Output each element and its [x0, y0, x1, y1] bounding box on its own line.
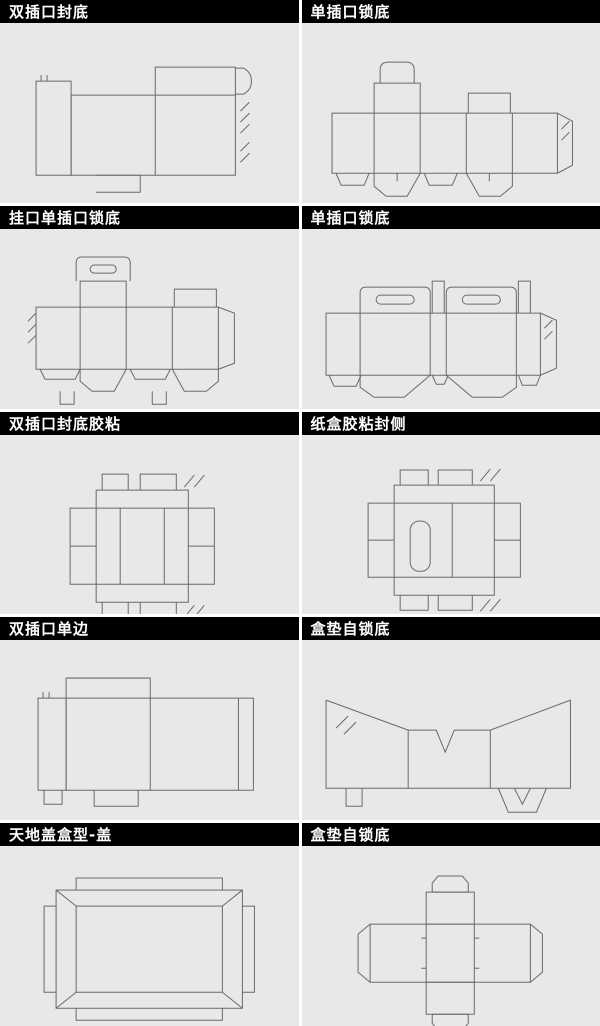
- dieline-panel-4: 双插口封底胶粘: [0, 411, 299, 615]
- panel-title: 单插口锁底: [310, 208, 391, 227]
- dieline-panel-8: 天地盖盒型-盖: [0, 823, 299, 1026]
- box-pad-self-lock-bottom-dieline: [325, 699, 571, 814]
- dieline-panel-3: 单插口锁底: [301, 205, 600, 409]
- dieline-drawing-area: [302, 435, 600, 615]
- dieline-panel-0: 双插口封底: [0, 0, 299, 203]
- dieline-drawing-area: [0, 435, 299, 615]
- panel-header: 双插口封底: [0, 0, 299, 23]
- panel-header: 单插口锁底: [301, 205, 600, 229]
- dieline-panel-1: 单插口锁底: [301, 0, 600, 203]
- dieline-drawing-area: [302, 640, 600, 820]
- single-tuck-lock-bottom-dieline: [331, 61, 573, 197]
- box-pad-self-lock-bottom-vertical-dieline: [357, 875, 543, 1026]
- panel-title: 单插口锁底: [310, 3, 391, 21]
- dieline-panel-5: 纸盒胶粘封侧: [301, 411, 600, 615]
- panel-header: 双插口封底胶粘: [0, 411, 299, 435]
- dieline-drawing-area: [0, 846, 299, 1026]
- dieline-panel-7: 盒垫自锁底: [301, 617, 600, 821]
- panel-title: 天地盖盒型-盖: [9, 826, 113, 845]
- panel-title: 纸盒胶粘封侧: [310, 414, 407, 433]
- dieline-drawing-area: [302, 846, 600, 1026]
- panel-header: 双插口单边: [0, 617, 299, 641]
- dieline-drawing-area: [302, 23, 600, 203]
- panel-title: 双插口单边: [9, 620, 90, 639]
- dieline-drawing-area: [0, 23, 299, 203]
- panel-title: 盒垫自锁底: [310, 826, 391, 845]
- panel-header: 盒垫自锁底: [301, 617, 600, 641]
- dieline-panel-2: 挂口单插口锁底: [0, 205, 299, 409]
- panel-header: 单插口锁底: [301, 0, 600, 23]
- panel-title: 挂口单插口锁底: [9, 208, 122, 227]
- panel-header: 天地盖盒型-盖: [0, 823, 299, 847]
- dieline-drawing-area: [302, 229, 600, 409]
- panel-title: 双插口封底胶粘: [9, 414, 122, 433]
- double-tuck-seal-bottom-dieline: [35, 66, 252, 193]
- double-tuck-seal-bottom-glued-dieline: [69, 473, 215, 615]
- dieline-drawing-area: [0, 640, 299, 820]
- panel-header: 盒垫自锁底: [301, 823, 600, 847]
- lid-and-base-box-lid-dieline: [43, 877, 255, 1021]
- carton-glued-side-seal-dieline: [367, 468, 521, 612]
- double-tuck-single-side-dieline: [37, 677, 254, 808]
- dieline-panel-9: 盒垫自锁底: [301, 823, 600, 1026]
- panel-title: 盒垫自锁底: [310, 620, 391, 639]
- hang-hole-single-tuck-lock-bottom-dieline: [27, 256, 235, 405]
- panel-header: 挂口单插口锁底: [0, 205, 299, 229]
- panel-header: 纸盒胶粘封侧: [301, 411, 600, 435]
- dieline-drawing-area: [0, 229, 299, 409]
- panel-title: 双插口封底: [9, 3, 90, 21]
- dieline-panel-6: 双插口单边: [0, 617, 299, 821]
- single-tuck-lock-bottom-handle-dieline: [325, 280, 557, 398]
